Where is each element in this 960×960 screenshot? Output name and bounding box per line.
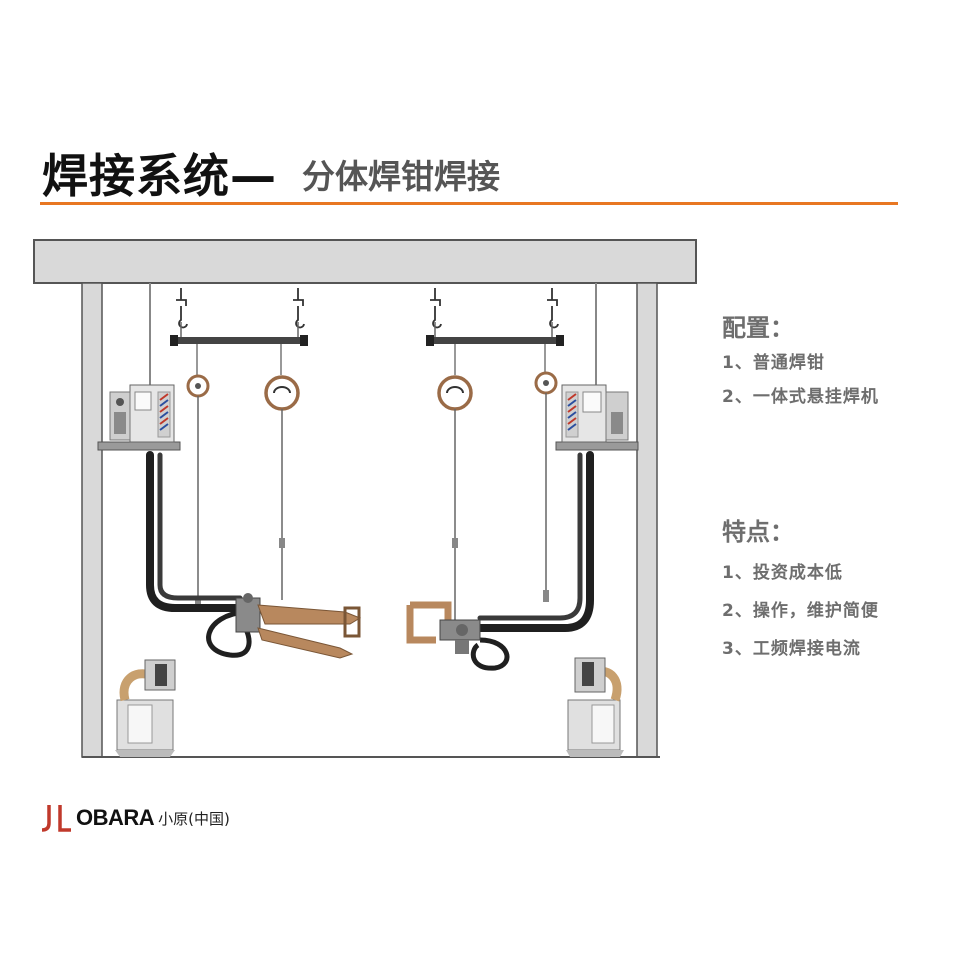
page-title: 焊接系统— — [42, 149, 277, 203]
right-post — [636, 282, 658, 758]
page-subtitle: 分体焊钳焊接 — [302, 157, 500, 196]
title-divider — [40, 202, 898, 205]
config-heading: 配置： — [722, 314, 794, 342]
right-trolley-bar — [428, 337, 562, 344]
left-trolley-bar — [172, 337, 306, 344]
balancer-icon — [437, 371, 558, 411]
left-post — [81, 282, 103, 758]
right-cable — [471, 451, 594, 632]
logo-brand: OBARA — [76, 805, 155, 830]
left-cable — [146, 451, 249, 612]
obara-logo: OBARA 小原(中国) — [40, 803, 230, 833]
features-heading: 特点： — [722, 518, 794, 546]
hook-icon — [176, 288, 305, 329]
feature-item-3: 3、工频焊接电流 — [722, 639, 861, 659]
config-item-2: 2、一体式悬挂焊机 — [722, 387, 879, 407]
feature-item-1: 1、投资成本低 — [722, 563, 843, 583]
jl-logo-mark — [41, 805, 71, 832]
welding-gun-icon — [406, 601, 481, 654]
pedestal-welder-icon — [115, 659, 176, 757]
welding-transformer-icon — [555, 384, 639, 451]
overhead-beam — [33, 239, 697, 284]
balancer-icon — [186, 374, 300, 411]
welding-transformer-icon — [97, 384, 181, 451]
feature-item-2: 2、操作，维护简便 — [722, 601, 879, 621]
config-item-1: 1、普通焊钳 — [722, 353, 825, 373]
welding-gun-icon — [235, 593, 362, 659]
logo-chinese: 小原(中国) — [158, 809, 230, 828]
pedestal-welder-icon — [566, 657, 624, 757]
